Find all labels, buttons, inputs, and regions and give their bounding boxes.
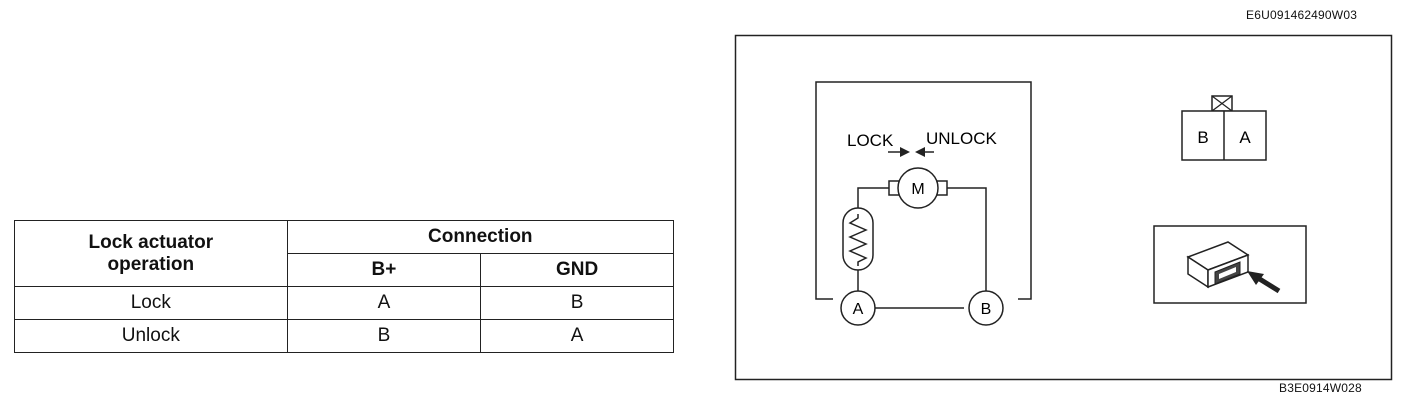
unlock-label: UNLOCK [926,129,998,148]
cell-gnd: A [480,319,674,353]
actuator-operation-table: Lock actuator operation Connection B+ GN… [14,220,675,353]
cell-bplus: A [286,286,482,320]
document-code-top: E6U091462490W03 [1246,8,1358,22]
terminal-b [968,290,1004,326]
motor-label: M [911,181,924,198]
connector-view-direction-icon [1153,225,1307,304]
terminal-a [840,290,876,326]
motor-symbol [888,167,948,209]
resistor-element [842,207,874,271]
connector-face [1181,95,1267,161]
diagram-frame [734,34,1393,381]
actuator-circuit-diagram: LOCK UNLOCK M A B B A [734,34,1393,381]
header-operation: Lock actuator operation [14,220,288,287]
lock-label: LOCK [847,131,894,150]
actuator-housing [815,81,1032,300]
header-operation-line2: operation [107,253,195,275]
header-gnd: GND [480,253,674,287]
cell-operation: Unlock [14,319,288,353]
lock-arrow-icon [888,147,910,157]
header-bplus: B+ [286,253,482,287]
unlock-arrow-icon [915,147,934,157]
header-operation-line1: Lock actuator [88,231,214,253]
connector-pin-a: A [1239,128,1251,147]
connector-pin-b: B [1197,128,1208,147]
document-code-bottom: B3E0914W028 [1279,381,1362,395]
cell-operation: Lock [14,286,288,320]
cell-bplus: B [286,319,482,353]
table-row: Unlock B A [14,319,674,353]
terminal-b-label: B [981,301,992,318]
wire-motor-right [947,187,987,291]
table-row: Lock A B [14,286,674,320]
header-connection: Connection [286,220,675,254]
wire-motor-left [857,187,889,208]
terminal-a-label: A [853,301,864,318]
cell-gnd: B [480,286,674,320]
